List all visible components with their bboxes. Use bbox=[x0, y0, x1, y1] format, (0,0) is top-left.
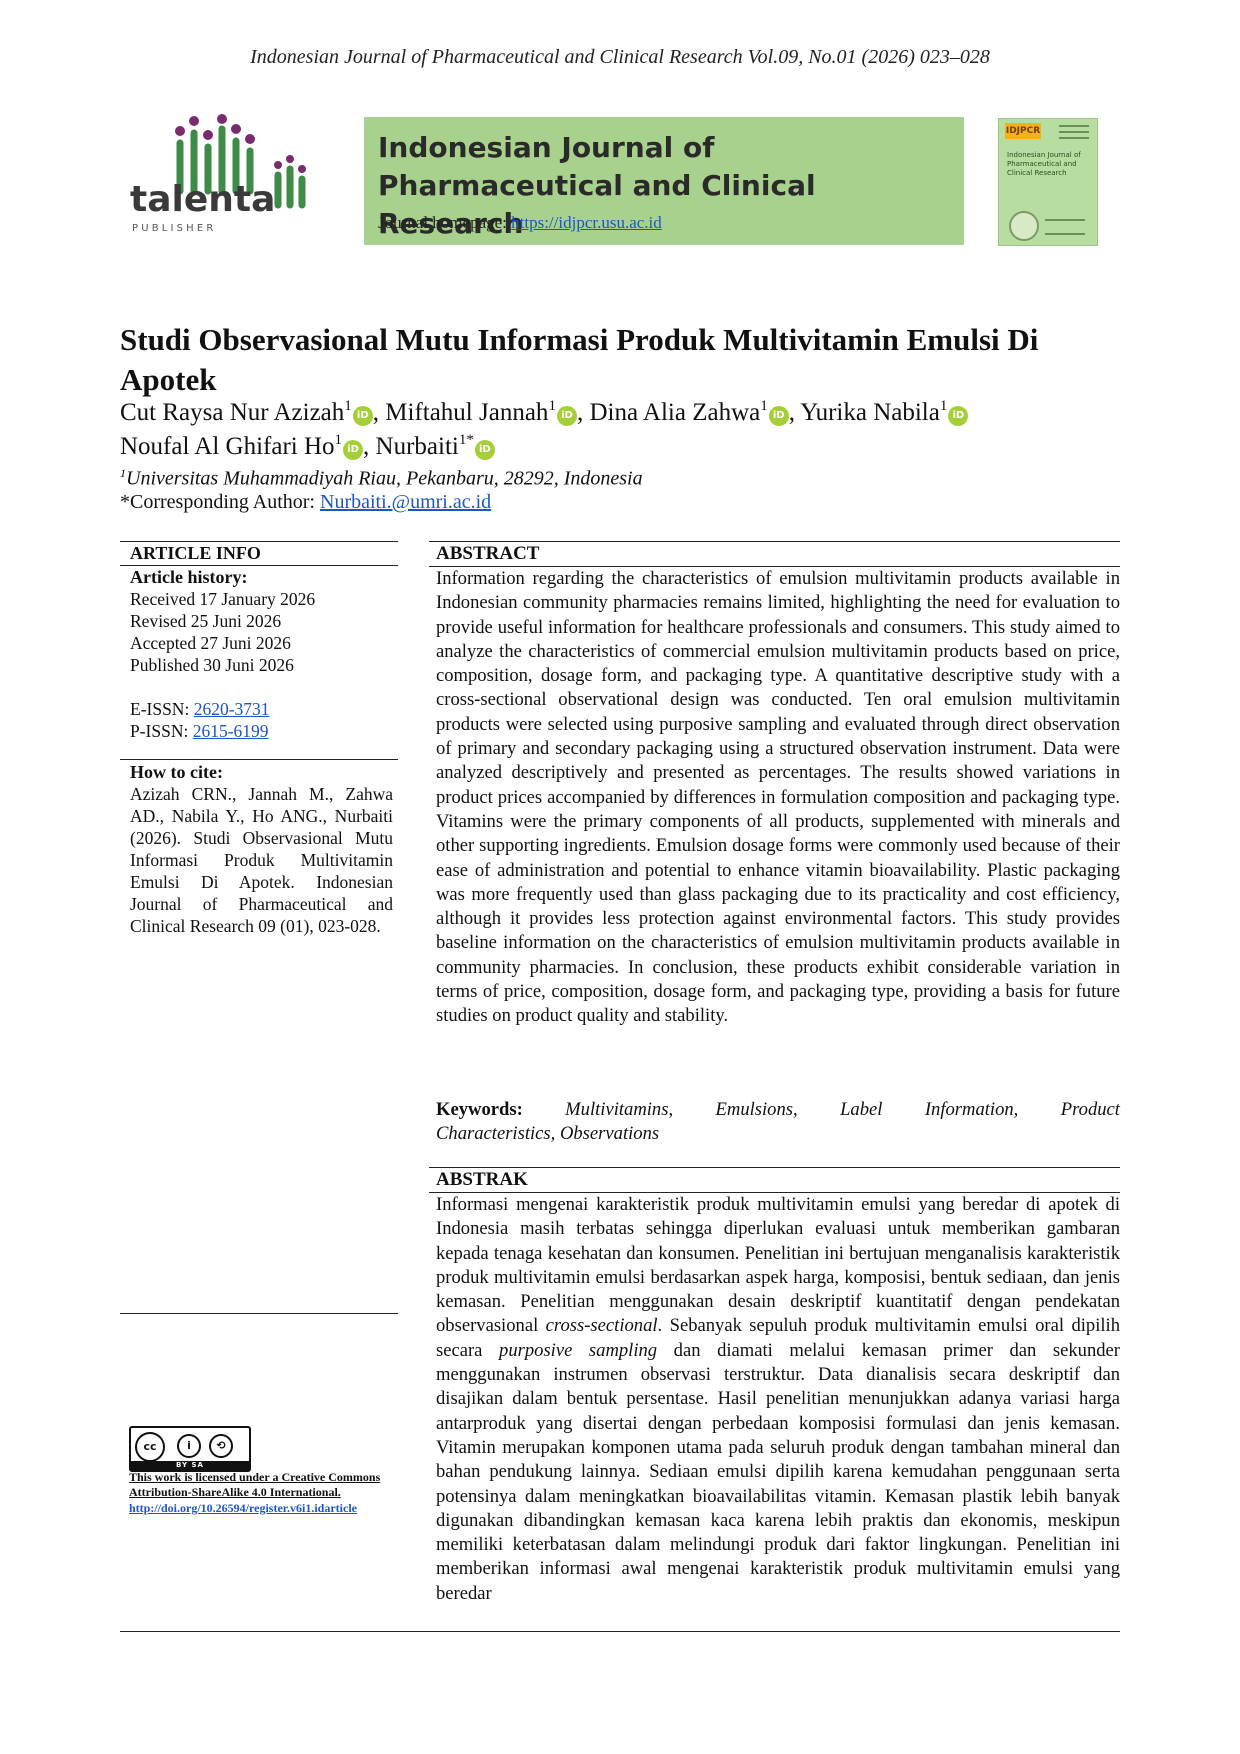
author: Yurika Nabila1 bbox=[800, 398, 948, 427]
university-seal-icon bbox=[1009, 211, 1039, 241]
cover-title: Indonesian Journal of Pharmaceutical and… bbox=[1007, 151, 1081, 177]
how-to-cite: How to cite: Azizah CRN., Jannah M., Zah… bbox=[130, 761, 393, 937]
affiliation: 1Universitas Muhammadiyah Riau, Pekanbar… bbox=[120, 466, 643, 490]
keyword: Label bbox=[840, 1099, 883, 1120]
homepage-link[interactable]: https://idjpcr.usu.ac.id bbox=[511, 213, 662, 232]
divider bbox=[429, 1167, 1120, 1168]
divider bbox=[429, 566, 1120, 567]
keywords-line: Keywords: Multivitamins, Emulsions, Labe… bbox=[436, 1098, 1120, 1122]
orcid-icon[interactable]: iD bbox=[768, 406, 789, 426]
issn-block: E-ISSN: 2620-3731 P-ISSN: 2615-6199 bbox=[130, 698, 395, 742]
publisher-subtitle: P U B L I S H E R bbox=[132, 223, 213, 234]
keywords-line: Characteristics, Observations bbox=[436, 1123, 660, 1145]
keyword: Emulsions, bbox=[715, 1099, 798, 1120]
abstract-heading: ABSTRACT bbox=[436, 543, 540, 564]
history-item: Revised 25 Juni 2026 bbox=[130, 611, 282, 631]
author-list: Cut Raysa Nur Azizah1iD, Miftahul Jannah… bbox=[120, 396, 1130, 464]
journal-cover-thumbnail: IDJPCR Indonesian Journal of Pharmaceuti… bbox=[998, 118, 1098, 246]
publisher-logo: talenta P U B L I S H E R bbox=[128, 113, 358, 241]
article-history: Article history: Received 17 January 202… bbox=[130, 566, 395, 742]
publisher-name: talenta bbox=[130, 179, 275, 220]
history-dates: Received 17 January 2026 Revised 25 Juni… bbox=[130, 588, 395, 676]
author: Miftahul Jannah1 bbox=[385, 398, 556, 427]
divider bbox=[120, 541, 398, 542]
bottom-divider bbox=[120, 1631, 1120, 1632]
orcid-icon[interactable]: iD bbox=[948, 406, 969, 426]
license-link[interactable]: This work is licensed under a Creative C… bbox=[129, 1470, 381, 1499]
article-history-heading: Article history: bbox=[130, 567, 248, 587]
author: Noufal Al Ghifari Ho1 bbox=[120, 432, 343, 461]
eissn: E-ISSN: 2620-3731 bbox=[130, 699, 270, 719]
journal-homepage: Journal homepage: https://idjpcr.usu.ac.… bbox=[378, 213, 662, 233]
orcid-icon[interactable]: iD bbox=[352, 406, 373, 426]
orcid-icon[interactable]: iD bbox=[556, 406, 577, 426]
license-notice: This work is licensed under a Creative C… bbox=[129, 1470, 391, 1516]
keywords: Keywords: Multivitamins, Emulsions, Labe… bbox=[436, 1098, 1120, 1147]
running-head: Indonesian Journal of Pharmaceutical and… bbox=[250, 46, 990, 68]
talenta-logo-graphic: talenta P U B L I S H E R bbox=[130, 114, 306, 234]
paper-title: Studi Observasional Mutu Informasi Produ… bbox=[120, 322, 1039, 397]
divider bbox=[120, 565, 398, 566]
keywords-label: Keywords: bbox=[436, 1099, 523, 1120]
how-to-cite-heading: How to cite: bbox=[130, 762, 223, 782]
pissn: P-ISSN: 2615-6199 bbox=[130, 721, 269, 741]
sa-icon: ⟲ bbox=[209, 1434, 233, 1458]
article-info-heading: ARTICLE INFO bbox=[130, 543, 261, 563]
by-icon: i bbox=[177, 1434, 201, 1458]
journal-banner: Indonesian Journal of Pharmaceutical and… bbox=[364, 117, 964, 245]
badge-band: BY SA bbox=[131, 1461, 249, 1470]
cc-icon: cc bbox=[135, 1432, 165, 1462]
divider bbox=[429, 1192, 1120, 1193]
cover-footer-mark bbox=[1045, 219, 1085, 235]
divider bbox=[120, 1313, 398, 1314]
orcid-icon[interactable]: iD bbox=[474, 440, 495, 460]
abstrak-heading: ABSTRAK bbox=[436, 1169, 528, 1190]
citation-text: Azizah CRN., Jannah M., Zahwa AD., Nabil… bbox=[130, 784, 393, 936]
author: Cut Raysa Nur Azizah1 bbox=[120, 398, 352, 427]
corresponding-author: *Corresponding Author: Nurbaiti.@umri.ac… bbox=[120, 491, 492, 513]
cover-decoration bbox=[1059, 125, 1089, 143]
journal-title: Indonesian Journal of Pharmaceutical and… bbox=[378, 131, 816, 240]
abstract-body: Information regarding the characteristic… bbox=[436, 568, 1120, 1027]
history-item: Received 17 January 2026 bbox=[130, 589, 316, 609]
keyword: Multivitamins, bbox=[565, 1099, 674, 1120]
keyword: Product bbox=[1060, 1099, 1120, 1120]
eissn-link[interactable]: 2620-3731 bbox=[193, 699, 270, 719]
abstrak-body: Informasi mengenai karakteristik produk … bbox=[436, 1194, 1120, 1604]
author: Nurbaiti1* bbox=[375, 432, 474, 461]
pissn-link[interactable]: 2615-6199 bbox=[192, 721, 269, 741]
corresponding-email-link[interactable]: Nurbaiti.@umri.ac.id bbox=[320, 491, 492, 513]
homepage-label: Journal homepage: bbox=[378, 213, 512, 232]
divider bbox=[429, 541, 1120, 542]
divider bbox=[120, 759, 398, 760]
cc-by-sa-badge[interactable]: cc i ⟲ BY SA bbox=[129, 1426, 251, 1472]
cover-brand: IDJPCR bbox=[1005, 123, 1041, 139]
keyword: Information, bbox=[924, 1099, 1019, 1120]
history-item: Published 30 Juni 2026 bbox=[130, 655, 294, 675]
author: Dina Alia Zahwa1 bbox=[589, 398, 768, 427]
history-item: Accepted 27 Juni 2026 bbox=[130, 633, 291, 653]
doi-link[interactable]: http://doi.org/10.26594/register.v6i1.id… bbox=[129, 1501, 357, 1515]
orcid-icon[interactable]: iD bbox=[343, 440, 364, 460]
